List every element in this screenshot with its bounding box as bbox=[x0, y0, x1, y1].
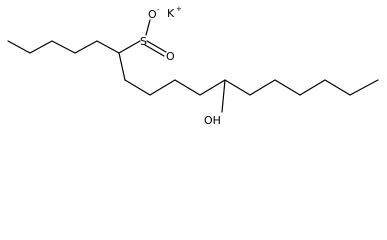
pentyl-chain-bonds bbox=[274, 79, 379, 96]
potassium-ion-symbol: K bbox=[167, 7, 175, 20]
oxygen-atom-double-bond: O bbox=[166, 50, 175, 63]
potassium-ion-charge: + bbox=[176, 5, 182, 13]
butyl-chain-bonds bbox=[7, 40, 98, 54]
molecule-structure-diagram: K + S O - O OH bbox=[7, 5, 379, 127]
hydroxyl-group-label: OH bbox=[204, 114, 221, 127]
hydroxyl-bond bbox=[221, 79, 226, 113]
oxygen-negative-charge: - bbox=[157, 6, 160, 14]
sulfonate-bonds bbox=[118, 19, 167, 57]
sulfur-atom: S bbox=[140, 35, 147, 48]
main-chain-bonds bbox=[96, 40, 276, 96]
oxygen-atom-anionic: O bbox=[148, 8, 157, 21]
